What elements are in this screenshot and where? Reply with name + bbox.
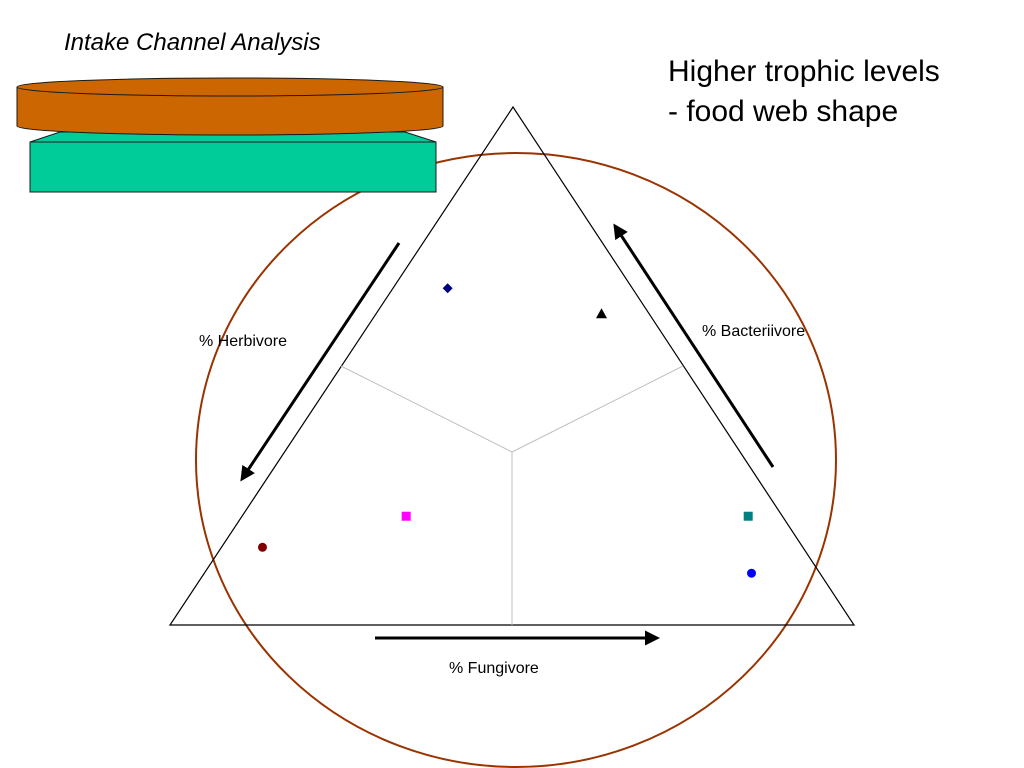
intake-channel-base [29,141,437,193]
data-point-2 [596,308,608,319]
slide-title: Intake Channel Analysis [64,29,321,56]
divider-lines [340,365,684,625]
heading-line-2: - food web shape [668,95,898,128]
data-point-1 [442,283,453,294]
intake-channel-disk-top [16,77,444,97]
divider-line-right [511,365,684,453]
data-point-5 [743,511,753,521]
herbivore-arrow [240,242,401,482]
bacteriivore-arrow [613,223,775,468]
food-web-circle [195,152,837,768]
intake-channel-graphic [16,77,444,193]
divider-line-left [340,365,513,453]
data-point-4 [257,542,267,552]
data-point-3 [401,511,411,521]
fungivore-axis-label: % Fungivore [449,660,539,677]
herbivore-axis-label: % Herbivore [199,333,287,350]
data-point-6 [747,568,756,578]
heading-line-1: Higher trophic levels [668,55,940,88]
data-points [257,283,756,578]
bacteriivore-axis-label: % Bacteriivore [702,323,805,340]
